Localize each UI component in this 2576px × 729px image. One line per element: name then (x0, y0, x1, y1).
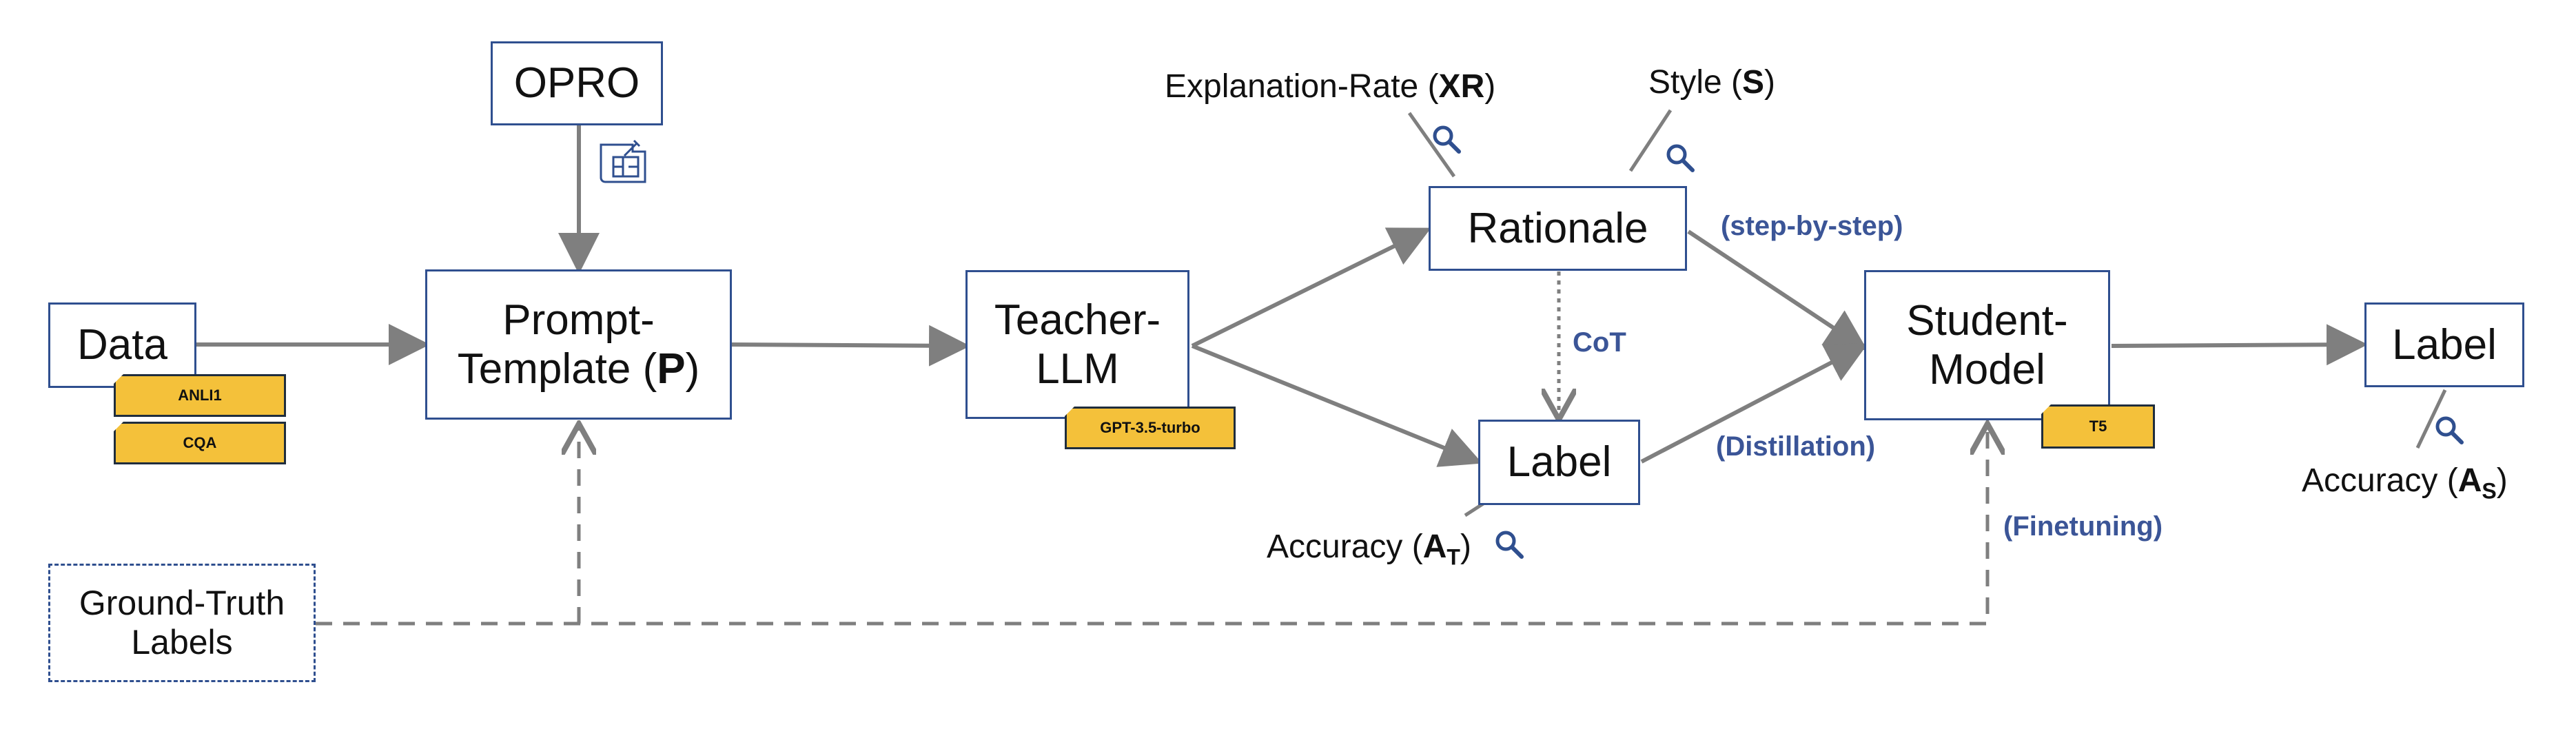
opro-node: OPRO (491, 41, 663, 125)
data-node-label: Data (77, 321, 167, 369)
arrow-teacher-to-rationale (1191, 227, 1431, 348)
pointer-xr (1407, 112, 1456, 178)
ground-truth-path (316, 427, 1987, 626)
tag-t5-text: T5 (2089, 418, 2107, 435)
step-by-step-annotation: (step-by-step) (1721, 211, 1903, 241)
tag-anli1-text: ANLI1 (178, 387, 222, 404)
accuracy-student-label: Accuracy (AS) (2302, 462, 2508, 504)
search-icon (2435, 416, 2464, 444)
pointer-style (1628, 109, 1673, 172)
ground-truth-line-2: Labels (131, 623, 233, 661)
pointer-accuracy-s (2415, 389, 2447, 449)
prompt-variable: P (657, 345, 686, 393)
teacher-line-1: Teacher- (994, 296, 1161, 344)
rationale-node: Rationale (1429, 186, 1687, 271)
search-icon (1666, 144, 1695, 172)
search-icon (1433, 125, 1461, 154)
distillation-annotation: (Distillation) (1716, 431, 1876, 462)
finetuning-annotation: (Finetuning) (2003, 511, 2163, 542)
tag-gpt-text: GPT-3.5-turbo (1100, 419, 1200, 436)
student-line-2: Model (1929, 346, 2045, 393)
arrow-rationale-to-student (1687, 229, 1868, 351)
arrow-label-to-student (1640, 343, 1868, 464)
student-line-1: Student- (1906, 296, 2068, 345)
student-model-node: Student- Model (1864, 270, 2110, 420)
arrow-teacher-to-label (1191, 344, 1483, 467)
arrow-prompt-to-teacher (730, 325, 970, 367)
prompt-line-1: Prompt- (502, 296, 655, 344)
label-node-teacher-text: Label (1506, 438, 1612, 486)
accuracy-teacher-label: Accuracy (AT) (1267, 528, 1471, 570)
tag-anli1: ANLI1 (114, 374, 286, 417)
ground-truth-line-1: Ground-Truth (79, 583, 285, 622)
tag-cqa: CQA (114, 422, 286, 464)
blueprint-icon (600, 139, 646, 183)
teacher-llm-node: Teacher- LLM (965, 270, 1189, 419)
label-node-student: Label (2364, 302, 2524, 387)
rationale-node-label: Rationale (1467, 204, 1648, 252)
teacher-line-2: LLM (1036, 345, 1119, 393)
cot-annotation: CoT (1573, 327, 1626, 358)
search-icon (1495, 531, 1524, 559)
label-node-teacher: Label (1478, 420, 1640, 505)
tag-t5: T5 (2041, 404, 2155, 449)
ground-truth-node: Ground-Truth Labels (48, 564, 316, 682)
opro-node-label: OPRO (513, 59, 640, 107)
prompt-template-node: Prompt- Template (P) (425, 269, 732, 420)
tag-gpt: GPT-3.5-turbo (1065, 407, 1236, 449)
explanation-rate-label: Explanation-Rate (XR) (1165, 68, 1496, 105)
label-node-student-text: Label (2392, 320, 2497, 369)
prompt-line-2: Template (P) (457, 345, 700, 393)
style-label: Style (S) (1648, 64, 1776, 101)
tag-cqa-text: CQA (183, 434, 217, 451)
arrow-student-to-label (2111, 324, 2368, 366)
